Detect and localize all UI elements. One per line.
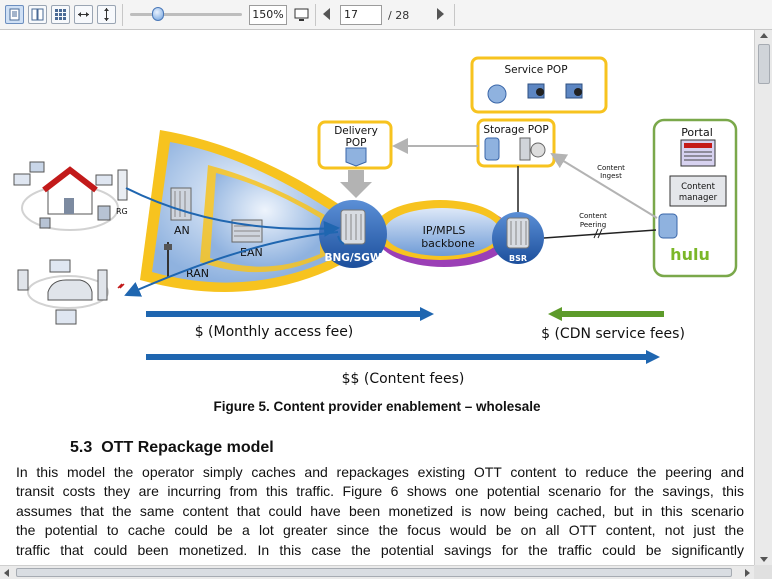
content-fee-label: $$ (Content fees) — [342, 371, 465, 387]
cdn-fee-label: $ (CDN service fees) — [541, 326, 685, 342]
camera-icon — [39, 217, 51, 229]
content-peering-label-1: Content — [579, 212, 607, 220]
content-ingest-arrow — [550, 152, 658, 219]
scroll-left-icon[interactable] — [4, 569, 9, 577]
an-equipment-icon — [170, 187, 192, 221]
previous-page-icon[interactable] — [323, 8, 330, 20]
service-pop-label: Service POP — [504, 64, 567, 76]
zoom-level-field[interactable]: 150% — [249, 5, 287, 25]
delivery-storage-icon — [345, 147, 367, 167]
mobile-network-ring — [27, 275, 109, 309]
fullscreen-icon[interactable] — [292, 5, 311, 24]
section-heading: 5.3 OTT Repackage model — [70, 439, 274, 457]
viewer-toolbar: 150% 17 / 28 — [0, 0, 772, 30]
zoom-slider-track[interactable] — [130, 13, 242, 16]
content-peering-label-2: Peering — [580, 221, 606, 229]
delivery-pop-label-1: Delivery — [334, 125, 378, 137]
portal-label: Portal — [681, 126, 713, 139]
zoom-slider-thumb[interactable] — [152, 7, 164, 21]
paragraph-line: traffic that could been monetized. In th… — [16, 541, 744, 558]
smartphone-icon — [97, 269, 108, 301]
content-manager-label-2: manager — [679, 193, 718, 203]
horizontal-scrollbar[interactable] — [0, 565, 754, 579]
monitor-icon — [29, 161, 45, 173]
single-page-icon[interactable] — [5, 5, 24, 24]
horizontal-scroll-thumb[interactable] — [16, 568, 732, 577]
scroll-up-icon[interactable] — [760, 33, 768, 38]
bng-to-mobile-arrow — [124, 231, 339, 297]
delivery-pop-box — [317, 120, 393, 170]
paragraph-line: the potential to cache could be a lot gr… — [16, 522, 744, 539]
wireless-signal-icon — [117, 283, 125, 289]
bng-sgw-label: BNG/SGW — [324, 252, 381, 264]
printer-icon — [97, 205, 111, 221]
rg-gateway-icon — [117, 169, 128, 201]
tv-icon — [13, 173, 31, 186]
fit-height-icon[interactable] — [97, 5, 116, 24]
section-number: 5.3 — [70, 439, 93, 456]
vertical-scroll-thumb[interactable] — [758, 44, 770, 84]
continuous-page-icon[interactable] — [28, 5, 47, 24]
scroll-right-icon[interactable] — [745, 569, 750, 577]
car-icon — [47, 279, 93, 301]
content-ingest-label-1: Content — [597, 164, 625, 172]
mp3-player-icon — [17, 269, 29, 291]
ip-mpls-label-1: IP/MPLS — [423, 224, 466, 237]
storage-server-icon — [519, 137, 531, 161]
ip-mpls-label-2: backbone — [421, 237, 475, 250]
document-page: BNG/SGW BSR IP/MPLS backbone AN EAN RAN … — [0, 30, 754, 565]
storage-disc-icon — [530, 142, 546, 158]
fit-width-icon[interactable] — [74, 5, 93, 24]
delivery-pop-label-2: POP — [346, 137, 367, 149]
paragraph-line: transit costs they are incurring from th… — [16, 483, 744, 500]
content-ingest-label-2: Ingest — [600, 172, 622, 180]
cdn-fee-arrow — [548, 307, 664, 321]
figure-content-provider-enablement: BNG/SGW BSR IP/MPLS backbone AN EAN RAN … — [13, 56, 738, 387]
home-to-bng-arrow — [125, 187, 340, 237]
ean-label: EAN — [240, 246, 263, 259]
page-total: / 28 — [388, 9, 410, 22]
monthly-fee-arrow — [146, 307, 434, 321]
scrollbar-corner — [754, 565, 772, 579]
an-label: AN — [174, 224, 190, 237]
storage-pop-label: Storage POP — [483, 124, 548, 136]
figure-caption: Figure 5. Content provider enablement – … — [213, 399, 541, 414]
body-paragraph: In this model the operator simply caches… — [16, 463, 744, 560]
page-number-field[interactable]: 17 — [340, 5, 382, 25]
delivery-to-bng-arrow — [340, 170, 372, 198]
paragraph-line: assumes that the same content that could… — [16, 502, 744, 519]
hulu-storage-icon — [658, 213, 678, 239]
rg-label: RG — [116, 207, 128, 216]
monthly-fee-label: $ (Monthly access fee) — [195, 324, 354, 340]
content-fee-arrow — [146, 350, 660, 364]
storage-db-icon — [484, 137, 500, 161]
section-title: OTT Repackage model — [101, 439, 274, 456]
ran-label: RAN — [186, 267, 209, 280]
content-manager-box — [669, 175, 727, 207]
thumbnails-icon[interactable] — [51, 5, 70, 24]
service-globe-icon — [487, 84, 507, 104]
netbook-icon — [55, 309, 77, 325]
laptop-icon — [95, 174, 113, 186]
bsr-label: BSR — [509, 254, 527, 263]
scroll-down-icon[interactable] — [760, 557, 768, 562]
vertical-scrollbar[interactable] — [754, 30, 772, 565]
hulu-logo: hulu — [670, 245, 710, 264]
camcorder-icon — [49, 259, 71, 273]
content-manager-label-1: Content — [681, 182, 715, 192]
next-page-icon[interactable] — [437, 8, 444, 20]
paragraph-line: In this model the operator simply caches… — [16, 464, 744, 480]
